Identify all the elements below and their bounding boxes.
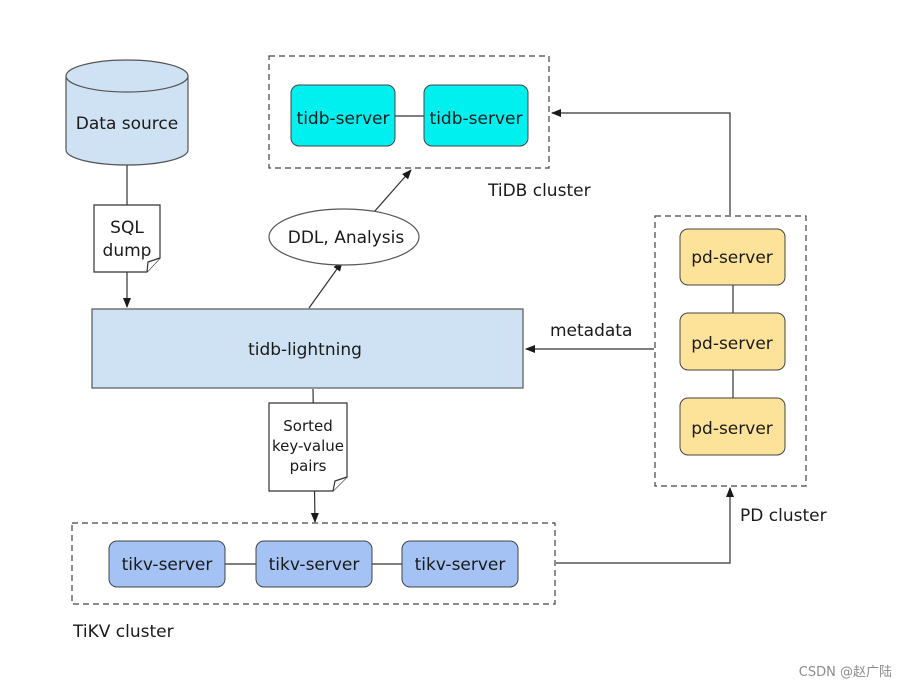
tidb-lightning-label: tidb-lightning (248, 340, 362, 360)
data-source-cylinder: Data source (65, 59, 189, 166)
pd-server-label-3: pd-server (691, 419, 773, 439)
tidb-server-label-1: tidb-server (297, 109, 390, 129)
sorted-kv-line-1: Sorted (283, 417, 333, 435)
connectors (123, 109, 734, 565)
watermark: CSDN @赵广陆 (799, 664, 892, 680)
tikv-cluster-label: TiKV cluster (72, 622, 174, 642)
sorted-kv-line-2: key-value (272, 437, 344, 455)
edge-pd-tidb (551, 109, 731, 215)
tidb-lightning-node[interactable] (91, 308, 524, 389)
pd-server-node-3[interactable] (679, 397, 786, 456)
edge-ddl-tidb (373, 169, 412, 213)
pd-server-label-2: pd-server (691, 334, 773, 354)
tikv-server-label-2: tikv-server (269, 555, 360, 575)
pd-server-label-1: pd-server (691, 248, 773, 268)
sql-dump-line-2: dump (103, 241, 152, 261)
tidb-server-label-2: tidb-server (430, 109, 523, 129)
sql-dump-document: SQL dump (93, 204, 161, 273)
tidb-cluster: tidb-server tidb-server TiDB cluster (268, 55, 591, 201)
edge-tikv-pd (556, 487, 734, 564)
metadata-label: metadata (550, 321, 632, 341)
tikv-cluster: tikv-server tikv-server tikv-server TiKV… (71, 522, 556, 642)
edge-lightning-ddl (308, 261, 343, 309)
sorted-kv-document: Sorted key-value pairs (268, 402, 348, 492)
tikv-server-node-2[interactable] (255, 540, 373, 588)
tikv-server-node-1[interactable] (108, 540, 226, 588)
tidb-server-node-1[interactable] (290, 84, 396, 147)
data-source-label: Data source (76, 114, 178, 134)
tidb-lightning-box: tidb-lightning (91, 308, 524, 389)
tidb-server-node-2[interactable] (423, 84, 529, 147)
pd-server-node-2[interactable] (679, 312, 786, 371)
pd-cluster-label: PD cluster (740, 506, 827, 526)
tikv-server-label-1: tikv-server (122, 555, 213, 575)
pd-server-node-1[interactable] (679, 228, 786, 286)
ddl-analysis-label: DDL, Analysis (288, 228, 405, 248)
tidb-cluster-label: TiDB cluster (487, 181, 591, 201)
ddl-analysis-ellipse: DDL, Analysis (268, 208, 420, 266)
tikv-server-label-3: tikv-server (415, 555, 506, 575)
tikv-server-node-3[interactable] (401, 540, 519, 588)
pd-cluster: pd-server pd-server pd-server PD cluster (654, 215, 827, 526)
sql-dump-line-1: SQL (110, 218, 144, 238)
sorted-kv-line-3: pairs (290, 457, 327, 475)
